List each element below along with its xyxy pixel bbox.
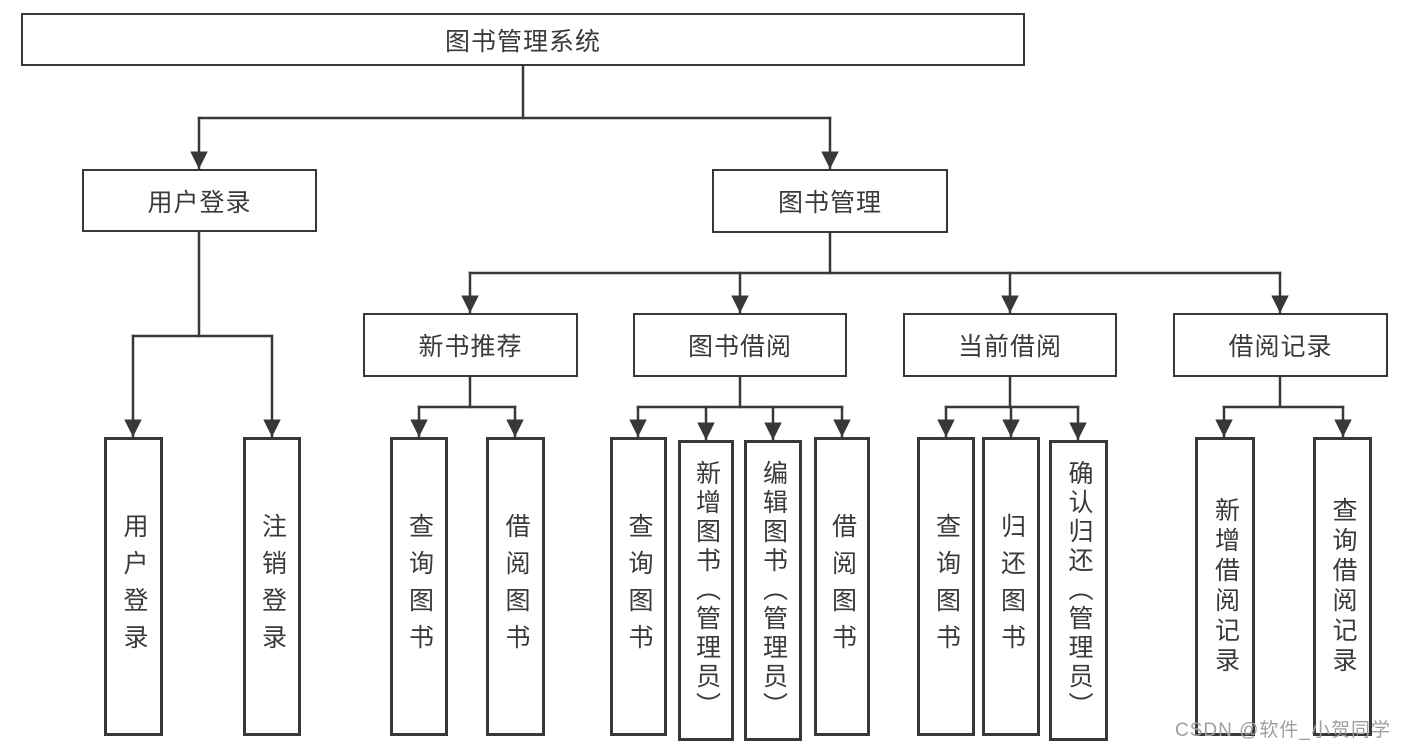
- node-current-borrow: 当前借阅: [903, 313, 1117, 377]
- node-user-login: 用户登录: [82, 169, 317, 232]
- node-root-system: 图书管理系统: [21, 13, 1025, 66]
- node-book-borrow: 图书借阅: [633, 313, 847, 377]
- node-leaf-return-books: 归还图书: [982, 437, 1040, 736]
- watermark: CSDN @软件_小贺同学: [1175, 720, 1391, 741]
- node-leaf-confirm-return-admin: 确认归还（管理员）: [1049, 440, 1108, 741]
- node-new-book-recommend: 新书推荐: [363, 313, 578, 377]
- node-leaf-query-books-recommend: 查询图书: [390, 437, 448, 736]
- node-book-management: 图书管理: [712, 169, 948, 233]
- node-leaf-query-borrow-record: 查询借阅记录: [1313, 437, 1372, 736]
- node-borrow-records: 借阅记录: [1173, 313, 1388, 377]
- node-leaf-add-books-admin: 新增图书（管理员）: [678, 440, 734, 741]
- node-leaf-add-borrow-record: 新增借阅记录: [1195, 437, 1255, 736]
- node-leaf-query-books-current: 查询图书: [917, 437, 975, 736]
- node-leaf-borrow-books-recommend: 借阅图书: [486, 437, 545, 736]
- node-leaf-edit-books-admin: 编辑图书（管理员）: [744, 440, 802, 741]
- node-leaf-logout: 注销登录: [243, 437, 301, 736]
- node-leaf-user-login: 用户登录: [104, 437, 163, 736]
- node-leaf-borrow-books: 借阅图书: [814, 437, 870, 736]
- node-leaf-query-books-borrow: 查询图书: [610, 437, 667, 736]
